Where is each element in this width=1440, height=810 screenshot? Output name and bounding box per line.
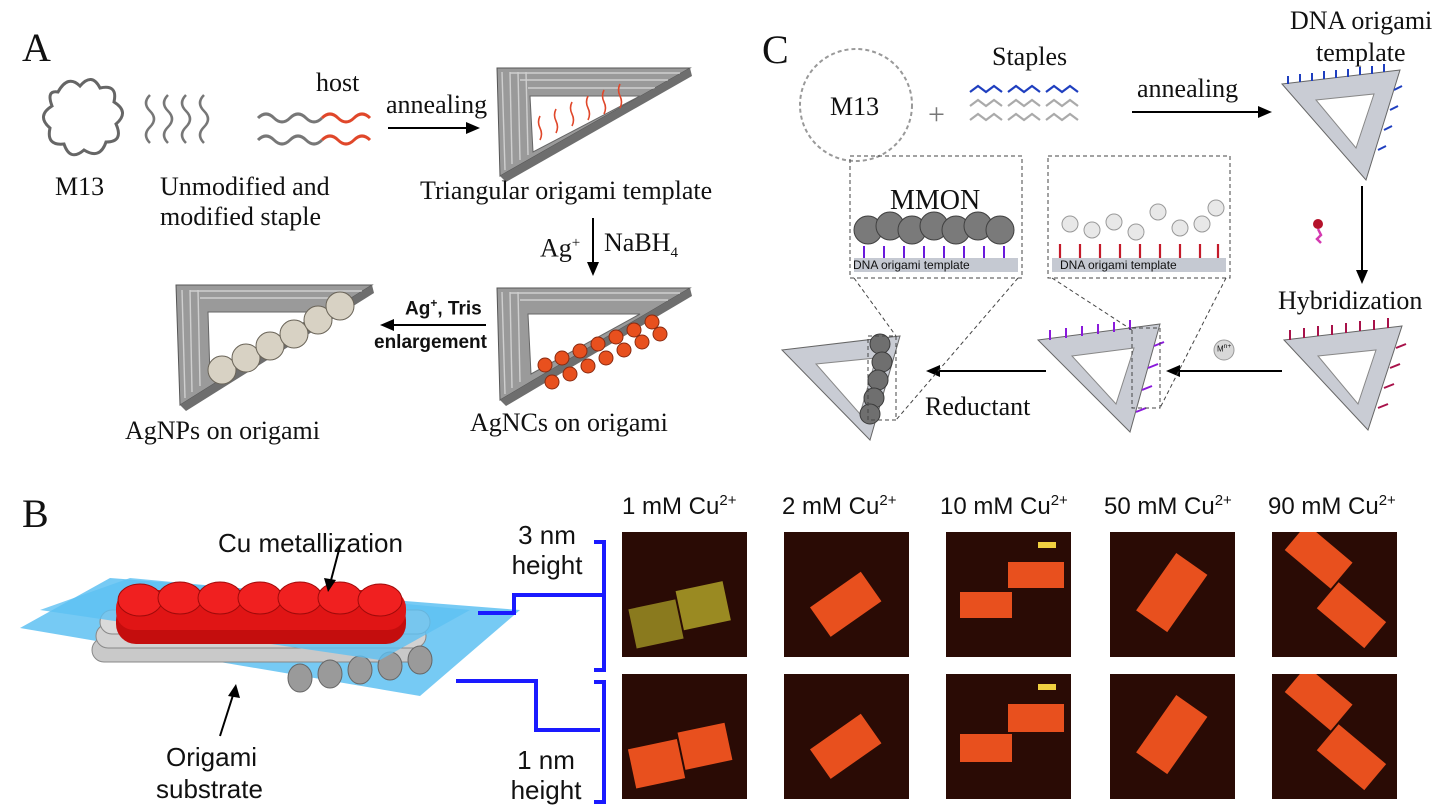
afm-image-1nm-2mM — [784, 674, 909, 799]
panel-c-graphics — [780, 48, 1407, 441]
red-strand-icon — [1313, 219, 1323, 244]
conc-header-2: 2 mM Cu2+ — [782, 492, 897, 520]
metal-ion-icon — [1213, 339, 1235, 361]
enlarge-label-line1: Ag+, Tris — [405, 296, 482, 320]
conc-header-5: 90 mM Cu2+ — [1268, 492, 1396, 520]
panel-letter-a: A — [22, 25, 51, 70]
agncs-label: AgNCs on origami — [470, 408, 668, 437]
template-label-a: Triangular origami template — [420, 176, 713, 205]
origami-label-line2: substrate — [156, 774, 263, 804]
mmon-inset-content — [853, 211, 1018, 272]
agncs-origami — [496, 287, 692, 406]
reductant-label: Reductant — [925, 392, 1031, 421]
host-label: host — [316, 68, 360, 97]
template-label-c-line1: DNA origami — [1290, 6, 1433, 35]
annealing-label-a: annealing — [386, 90, 488, 119]
staples-stack — [969, 84, 1079, 122]
metal-ion-label: Mn+ — [1217, 343, 1232, 354]
conc-header-4: 50 mM Cu2+ — [1104, 492, 1232, 520]
m13-loop-a — [42, 78, 124, 157]
m13-circle-c — [799, 48, 913, 162]
dna-template-inset-label-2: DNA origami template — [1060, 258, 1177, 272]
ion-inset-content — [1052, 199, 1226, 272]
hybridized-origami — [1282, 318, 1407, 431]
mmon-label: MMON — [890, 185, 981, 216]
plus-sign: + — [928, 98, 945, 131]
conc-header-3: 10 mM Cu2+ — [940, 492, 1068, 520]
afm-image-1nm-50mM — [1110, 674, 1235, 799]
agnps-label: AgNPs on origami — [125, 416, 320, 445]
enlarge-label-line2: enlargement — [374, 332, 487, 353]
ion-inset-box — [1047, 155, 1231, 279]
staples-label: Staples — [992, 42, 1068, 71]
ion-bound-origami — [1036, 320, 1165, 433]
unmodified-staples — [144, 94, 210, 144]
afm-image-1nm-10mM — [946, 674, 1071, 799]
afm-image-3nm-1mM — [622, 532, 747, 657]
height-brackets — [456, 540, 606, 804]
triangular-origami-template — [496, 67, 692, 182]
afm-image-1nm-90mM — [1272, 674, 1397, 799]
m13-label-a: M13 — [55, 172, 105, 201]
panel-letter-c: C — [762, 27, 789, 72]
hybridization-label: Hybridization — [1278, 286, 1423, 315]
dna-template-inset-label-1: DNA origami template — [853, 258, 970, 272]
agnps-origami — [175, 284, 374, 411]
mmon-origami — [780, 333, 901, 441]
panel-b-graphics — [20, 540, 606, 804]
modified-staples — [256, 112, 372, 146]
mmon-inset-box — [849, 155, 1023, 279]
staple-label-line1: Unmodified and — [160, 172, 330, 201]
origami-label-line1: Origami — [166, 742, 258, 772]
panel-letter-b: B — [22, 491, 49, 536]
ag-plus-label: Ag+ — [540, 233, 581, 263]
afm-image-3nm-90mM — [1272, 532, 1397, 657]
annealing-label-c: annealing — [1137, 74, 1239, 103]
afm-image-3nm-2mM — [784, 532, 909, 657]
nabh4-label: NaBH4 — [604, 228, 678, 262]
afm-image-1nm-1mM — [622, 674, 747, 799]
template-label-c-line2: template — [1316, 38, 1406, 67]
cu-layer — [116, 581, 406, 644]
staple-label-line2: modified staple — [160, 202, 322, 231]
panel-a-graphics — [42, 67, 692, 411]
afm-image-3nm-50mM — [1110, 532, 1235, 657]
afm-image-3nm-10mM — [946, 532, 1071, 657]
cu-metallization-label: Cu metallization — [218, 528, 403, 558]
conc-header-1: 1 mM Cu2+ — [622, 492, 737, 520]
dna-origami-template-c — [1280, 64, 1403, 182]
m13-label-c: M13 — [830, 92, 880, 121]
